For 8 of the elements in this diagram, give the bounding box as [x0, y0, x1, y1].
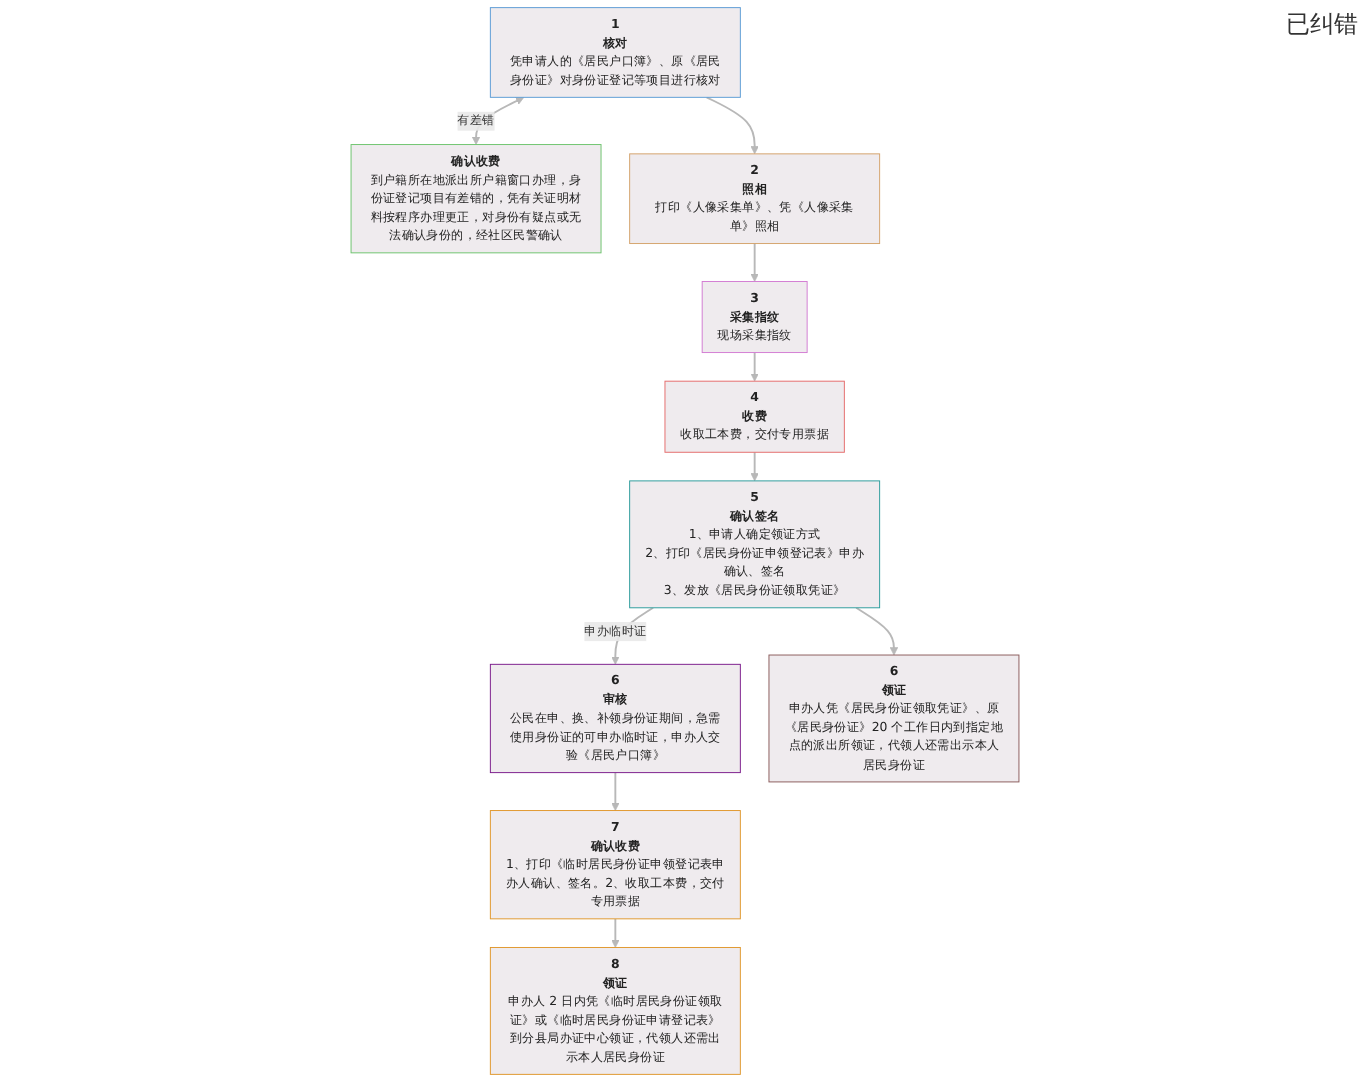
arrow: [855, 606, 899, 656]
note-text: 已纠错: [1286, 8, 1358, 42]
arrow: [705, 96, 759, 155]
arrow: [611, 771, 620, 811]
arrow: [750, 451, 759, 482]
arrow: [611, 917, 620, 948]
arrow: [750, 351, 759, 382]
arrow: [750, 242, 759, 282]
